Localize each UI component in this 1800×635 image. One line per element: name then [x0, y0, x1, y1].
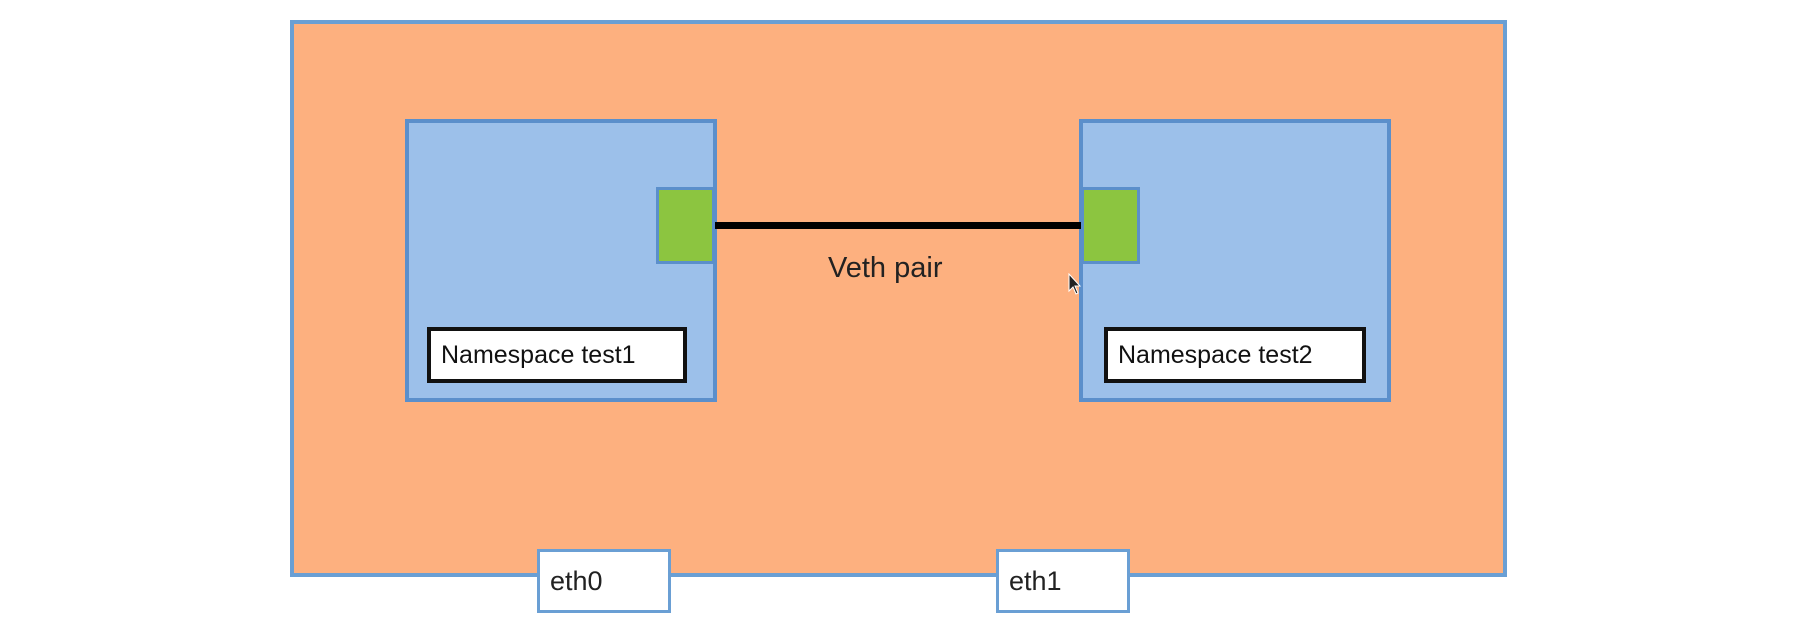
- eth1-interface: eth1: [996, 549, 1130, 613]
- veth-pair-label: Veth pair: [828, 252, 943, 284]
- namespace-test2-label: Namespace test2: [1104, 327, 1366, 383]
- veth-end-test2: [1081, 187, 1140, 264]
- veth-end-test1: [656, 187, 715, 264]
- namespace-test1-label: Namespace test1: [427, 327, 687, 383]
- eth0-interface: eth0: [537, 549, 671, 613]
- veth-pair-link: [715, 222, 1081, 229]
- mouse-pointer-icon: [1068, 273, 1082, 295]
